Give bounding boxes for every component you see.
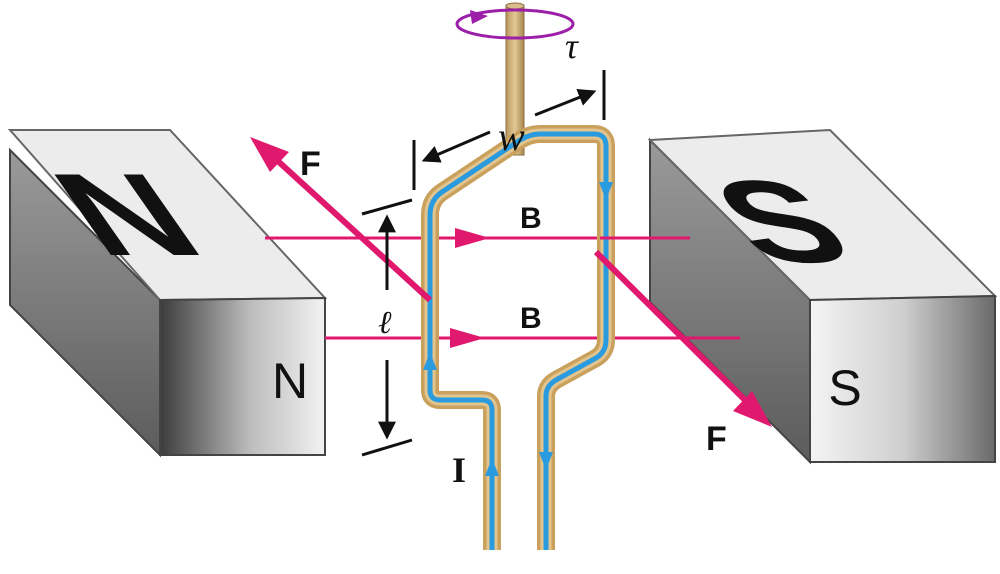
width-arrow-line-right — [534, 88, 597, 117]
north-magnet-front — [159, 296, 326, 456]
length-dimension: ℓ — [361, 198, 413, 457]
width-label: w — [498, 114, 525, 159]
south-magnet-front — [809, 294, 996, 463]
width-dimension: w — [412, 70, 606, 190]
force-label-right: F — [706, 420, 727, 458]
field-arrowhead-bottom — [450, 328, 485, 348]
wire-loop — [421, 125, 615, 550]
force-label-left: F — [300, 145, 321, 183]
torque-arrowhead — [470, 10, 488, 24]
torque-label: τ — [565, 26, 579, 66]
torque-indicator: τ — [455, 8, 579, 66]
force-arrow-left — [265, 149, 433, 303]
field-label-top: B — [520, 202, 542, 235]
length-tick-top — [361, 198, 413, 216]
shaft-top — [505, 2, 525, 10]
current-path — [427, 131, 609, 550]
current-arrow-up-left — [423, 352, 437, 370]
south-magnet-face-label: S — [828, 360, 861, 416]
current-label: I — [452, 450, 466, 490]
current-arrow-down-right — [599, 182, 613, 200]
force-arrowhead-left — [250, 137, 289, 172]
field-arrowhead-top — [455, 228, 490, 248]
force-arrowhead-right — [733, 391, 772, 427]
force-arrow-right — [593, 249, 755, 410]
south-magnet: S S — [647, 128, 998, 465]
north-magnet: N N — [7, 129, 328, 458]
shaft — [505, 2, 525, 156]
field-label-bottom: B — [520, 302, 542, 335]
torque-loop-icon — [455, 8, 575, 40]
width-arrow-line-left — [421, 130, 491, 163]
length-label: ℓ — [378, 304, 392, 340]
current-arrow-up-bottom — [485, 458, 499, 476]
north-magnet-face-label: N — [272, 353, 308, 409]
length-tick-bottom — [361, 438, 413, 457]
force-vectors: F F — [250, 137, 772, 458]
current-arrow-down-bottom — [539, 452, 553, 470]
